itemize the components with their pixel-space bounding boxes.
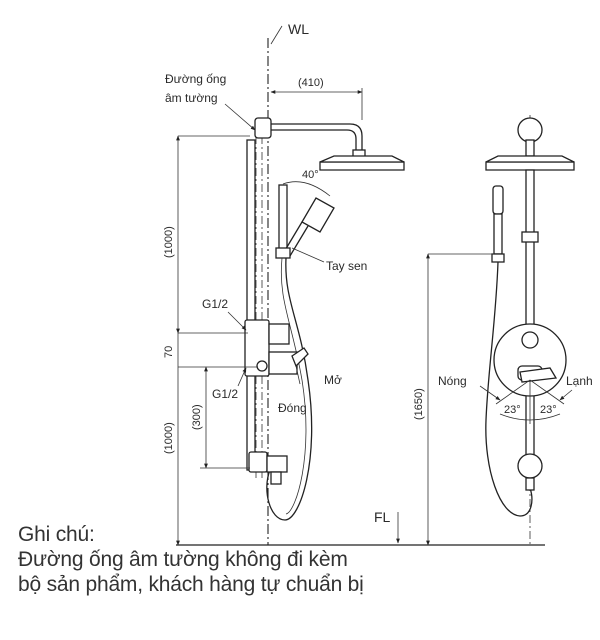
hand-angle-dim: 40° [302,169,319,181]
hose [266,257,313,521]
hot-label: Nóng [438,374,467,388]
wl-leader [270,25,283,45]
front-diverter [521,331,539,349]
thread-bottom-label: G1/2 [212,387,238,401]
front-rain-head-top [485,155,575,163]
hand-shower-leader [291,247,325,263]
shower-arm [271,123,363,152]
notes-title: Ghi chú: [18,523,95,546]
inlet-fitting [256,360,268,372]
front-hand-handle [493,213,503,255]
lever-angle-right: 23° [540,404,557,416]
front-bottom-nipple [525,477,535,491]
front-rain-head [485,161,575,171]
shower-arm-inner [271,129,357,152]
close-label: Đóng [278,401,307,415]
front-lever [519,367,558,383]
lower-height-dim: (1000) [163,422,175,454]
hand-shower-head [301,197,335,233]
bottom-elbow [266,455,288,473]
angle-left-line [495,379,531,405]
front-bottom-flange [517,453,543,479]
fl-label: FL [374,509,391,525]
notes-line-1: Đường ống âm tường không đi kèm [18,548,348,571]
side-view: WL Đường ống âm tường (410) 40° T [163,21,545,546]
wall-pipe-label-1: Đường ống [165,72,226,86]
top-wall-flange [254,117,272,139]
front-view: 23° 23° Nóng Lạnh (1650) [413,115,593,546]
mixer-lever [291,347,309,368]
hand-shower-label: Tay sen [326,259,367,273]
hand-shower-handle [283,221,303,253]
upper-height-dim: (1000) [163,226,175,258]
hose-inner [280,257,307,515]
hand-holder-clamp [275,247,291,259]
riser-pipe [246,139,256,471]
thread-top-label: G1/2 [202,297,228,311]
bottom-flange [248,451,268,473]
front-arm-stub [525,139,535,157]
notes-line-2: bộ sản phẩm, khách hàng tự chuẩn bị [18,573,364,596]
total-height-dim: (1650) [413,388,425,420]
hot-arrow [479,385,501,401]
cold-arrow [559,389,573,401]
valve-spacing-dim: 70 [163,346,175,358]
wall-pipe-leader [224,103,256,131]
front-holder [521,231,539,243]
lever-angle-left: 23° [504,404,521,416]
hand-shower-handle-2 [289,225,309,257]
bottom-nipple [270,471,282,485]
front-hand-cone [491,253,505,263]
front-hose [485,261,533,517]
rain-shower-head [319,161,405,171]
hand-angle-arc [282,181,331,197]
notes-block: Ghi chú: Đường ống âm tường không đi kèm… [18,522,588,597]
angle-right-line [529,379,565,405]
front-hand-head [492,185,504,215]
outlet-height-dim: (300) [191,404,203,430]
front-top-flange [517,117,543,143]
rain-shower-head-top [319,155,405,163]
wall-pipe-label-2: âm tường [165,91,218,105]
cold-label: Lạnh [566,374,593,388]
lever-close-pos [295,365,301,385]
hand-holder-bar [278,184,288,256]
thread-bottom-leader [237,367,247,387]
thread-top-leader [227,311,247,331]
open-label: Mở [324,373,342,387]
wl-label: WL [288,21,309,37]
diverter-knob [268,323,290,345]
arm-length-dim: (410) [298,77,324,89]
